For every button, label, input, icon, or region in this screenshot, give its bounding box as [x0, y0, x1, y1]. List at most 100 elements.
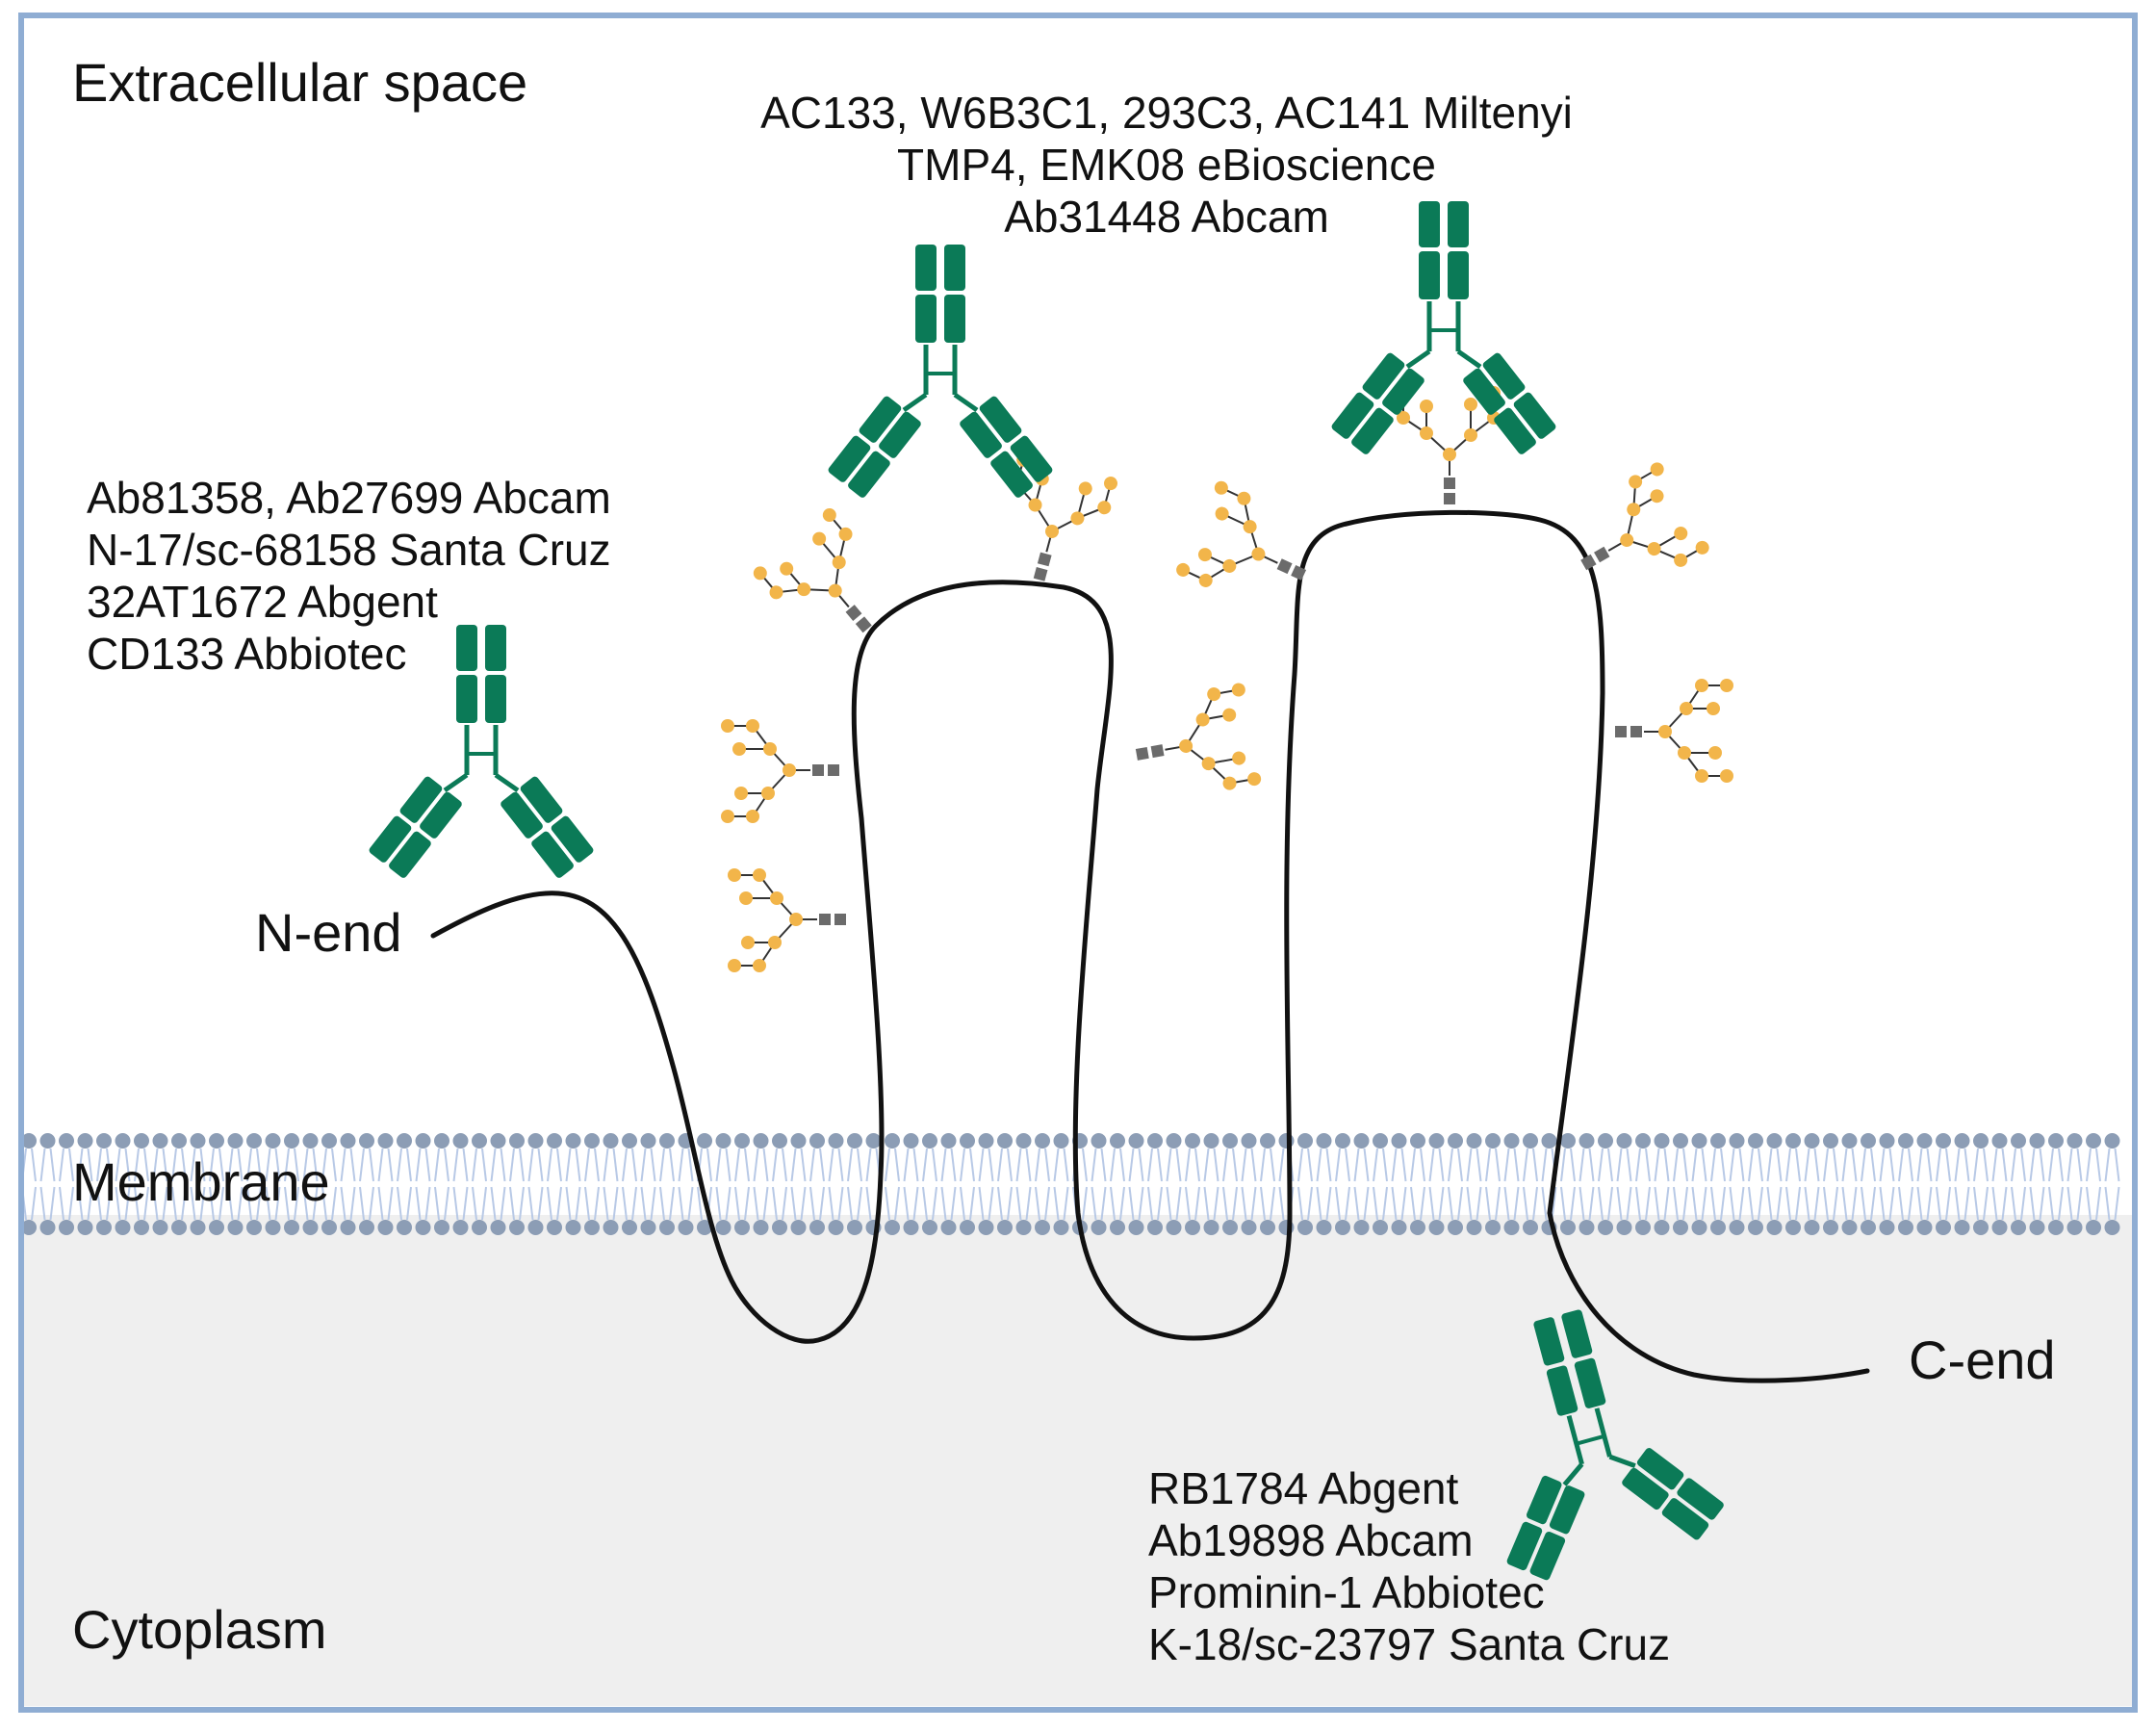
lipid-tail — [903, 1148, 910, 1182]
lipid-tail — [631, 1186, 637, 1221]
lipid-tail — [565, 1148, 572, 1182]
lipid-tail — [2020, 1186, 2026, 1221]
lipid-tail — [1232, 1186, 1238, 1221]
extracellular-label: Extracellular space — [72, 52, 527, 113]
lipid-tail — [1363, 1148, 1370, 1182]
lipid-head — [209, 1220, 224, 1235]
lipid-head — [1729, 1220, 1745, 1235]
lipid-tail — [809, 1148, 815, 1182]
lipid-tail — [452, 1148, 459, 1182]
lipid-tail — [1654, 1186, 1660, 1221]
lipid-head — [1203, 1133, 1219, 1149]
lipid-tail — [1710, 1186, 1716, 1221]
lipid-head — [1353, 1133, 1370, 1149]
lipid-tail — [1823, 1186, 1829, 1221]
lipid-tail — [199, 1148, 206, 1182]
lipid-tail — [462, 1148, 469, 1182]
lipid-head — [659, 1220, 675, 1235]
lipid-tail — [2058, 1148, 2064, 1182]
lipid-head — [1954, 1133, 1970, 1149]
lipid-tail — [2104, 1148, 2111, 1182]
lipid-head — [59, 1220, 74, 1235]
lipid-head — [1185, 1133, 1200, 1149]
lipid-tail — [1616, 1186, 1623, 1221]
lipid-tail — [387, 1148, 394, 1182]
lipid-tail — [2011, 1186, 2016, 1221]
lipid-tail — [331, 1186, 337, 1221]
lipid-head — [302, 1220, 319, 1235]
lipid-tail — [1738, 1186, 1745, 1221]
lipid-head — [1466, 1220, 1482, 1235]
lipid-tail — [218, 1148, 224, 1182]
lipid-head — [321, 1220, 337, 1235]
lipid-tail — [527, 1186, 534, 1221]
lipid-tail — [744, 1148, 750, 1182]
lipid-head — [1297, 1220, 1313, 1235]
lipid-tail — [1654, 1148, 1660, 1182]
lipid-head — [1916, 1220, 1933, 1235]
lipid-tail — [1297, 1186, 1303, 1221]
lipid-tail — [2058, 1186, 2064, 1221]
lipid-tail — [1241, 1148, 1247, 1182]
lipid-tail — [903, 1186, 910, 1221]
lipid-tail — [940, 1186, 947, 1221]
lipid-tail — [1325, 1148, 1332, 1182]
lipid-head — [1691, 1133, 1707, 1149]
lipid-head — [1936, 1133, 1951, 1149]
lipid-tail — [397, 1186, 402, 1221]
lipid-tail — [1588, 1186, 1595, 1221]
lipid-head — [246, 1220, 262, 1235]
lipid-tail — [1748, 1186, 1754, 1221]
lipid-tail — [1495, 1186, 1501, 1221]
lipid-tail — [265, 1186, 271, 1221]
lipid-head — [922, 1133, 937, 1149]
lipid-tail — [1926, 1186, 1933, 1221]
lipid-tail — [1063, 1148, 1069, 1182]
lipid-tail — [452, 1186, 459, 1221]
lipid-tail — [912, 1186, 919, 1221]
lipid-tail — [171, 1148, 177, 1182]
lipid-head — [2104, 1133, 2120, 1149]
lipid-tail — [359, 1186, 365, 1221]
lipid-tail — [1841, 1186, 1848, 1221]
lipid-tail — [1157, 1186, 1163, 1221]
lipid-tail — [772, 1148, 778, 1182]
lipid-head — [21, 1133, 37, 1149]
lipid-tail — [1964, 1186, 1970, 1221]
lipid-tail — [978, 1186, 985, 1221]
lipid-tail — [1738, 1148, 1745, 1182]
lipid-tail — [1983, 1186, 1989, 1221]
lipid-tail — [1551, 1186, 1557, 1221]
lipid-tail — [1391, 1148, 1398, 1182]
lipid-head — [415, 1220, 431, 1235]
lipid-tail — [1823, 1148, 1829, 1182]
lipid-tail — [1991, 1148, 1998, 1182]
lipid-head — [246, 1133, 262, 1149]
lipid-tail — [134, 1186, 140, 1221]
lipid-tail — [1926, 1148, 1933, 1182]
lipid-tail — [377, 1186, 384, 1221]
lipid-tail — [1100, 1186, 1107, 1221]
lipid-tail — [49, 1186, 56, 1221]
lipid-tail — [1570, 1186, 1576, 1221]
lipid-tail — [669, 1186, 675, 1221]
lipid-head — [227, 1220, 244, 1235]
lipid-tail — [715, 1186, 722, 1221]
lipid-head — [1748, 1220, 1763, 1235]
lipid-head — [1166, 1220, 1182, 1235]
lipid-head — [885, 1133, 900, 1149]
lipid-head — [1654, 1133, 1670, 1149]
lipid-head — [1466, 1133, 1482, 1149]
lipid-tail — [753, 1148, 759, 1182]
lipid-tail — [1110, 1186, 1116, 1221]
lipid-tail — [1457, 1148, 1463, 1182]
lipid-tail — [284, 1148, 290, 1182]
lipid-head — [1222, 1220, 1238, 1235]
lipid-tail — [500, 1148, 506, 1182]
lipid-tail — [1410, 1186, 1416, 1221]
lipid-tail — [1410, 1148, 1416, 1182]
lipid-head — [1804, 1220, 1820, 1235]
lipid-tail — [1701, 1186, 1707, 1221]
lipid-head — [509, 1133, 525, 1149]
lipid-head — [940, 1220, 957, 1235]
